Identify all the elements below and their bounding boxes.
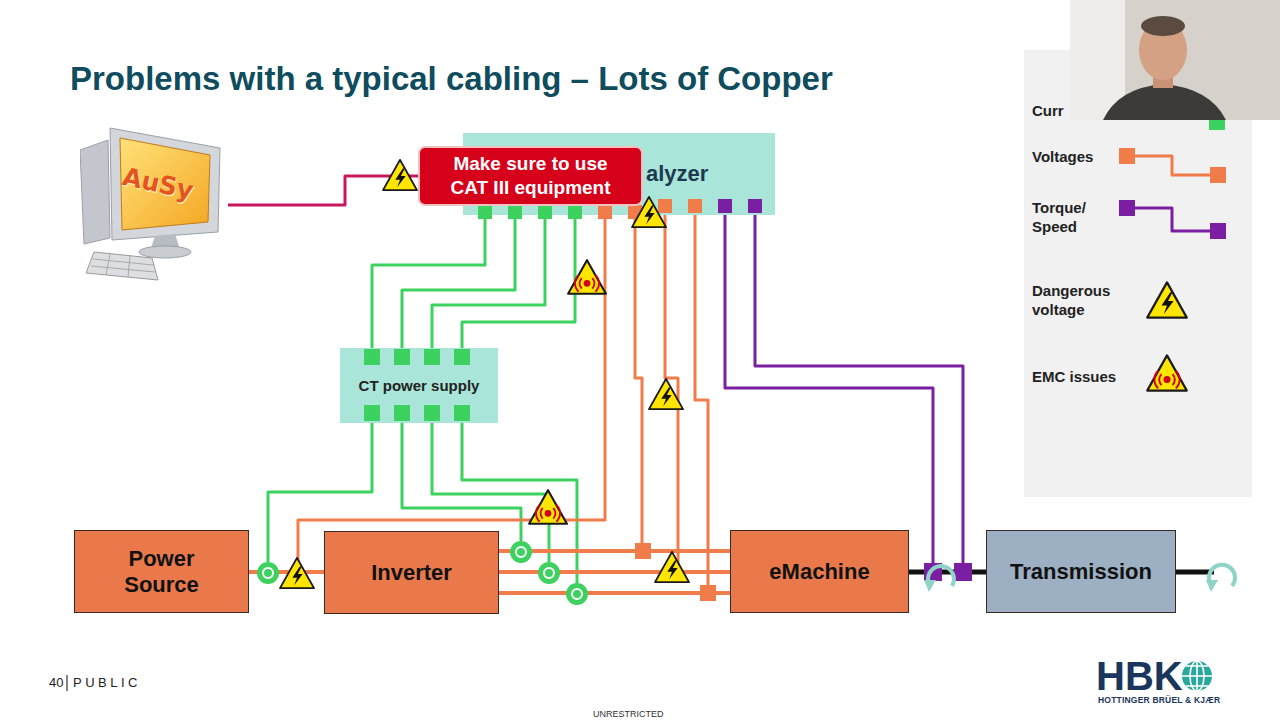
monitor-screen [120, 138, 210, 230]
output-shaft [1176, 570, 1214, 575]
danger-triangle [649, 379, 683, 409]
computer-illustration [80, 120, 228, 282]
current-clamp [538, 562, 560, 584]
cable-connector [499, 549, 730, 553]
webcam-person-body [1103, 84, 1226, 120]
voltage-tap [700, 585, 716, 601]
component-box: eMachine [730, 530, 909, 613]
classification-label: PUBLIC [73, 675, 141, 690]
monitor-base [139, 246, 191, 258]
legend-torque-line [1135, 208, 1210, 231]
logo-subtitle: HOTTINGER BRÜEL & KJÆR [1098, 695, 1220, 705]
logo-text: HBK [1096, 654, 1183, 699]
node-text: Make sure to use CAT III equipment [440, 152, 621, 200]
voltage-wire [635, 215, 642, 551]
logo-globe-lines [1190, 661, 1204, 691]
legend-text: EMC issues [1032, 367, 1127, 386]
rotation-arrow [928, 566, 954, 586]
webcam-overlay [1070, 0, 1280, 120]
node-text: eMachine [769, 559, 869, 585]
monitor-frame [110, 128, 220, 240]
legend-text: Dangerous voltage [1032, 281, 1127, 319]
classification-label: UNRESTRICTED [593, 709, 664, 719]
current-clamp [510, 541, 532, 563]
node-text: Inverter [371, 560, 452, 586]
rotation-arrow [1209, 565, 1235, 586]
danger-triangle [383, 160, 417, 190]
clamp-ring [516, 547, 526, 557]
legend-current-port [1209, 114, 1225, 130]
legend-voltage-port [1210, 167, 1226, 183]
cable-connector [249, 570, 324, 574]
keyboard [86, 252, 158, 280]
webcam-person-head [1139, 20, 1187, 80]
torque-sensor [954, 563, 972, 581]
rotation-arrowhead [1206, 580, 1218, 592]
cable-connector [499, 570, 730, 574]
legend-torque-port [1210, 223, 1226, 239]
cable-connector [402, 215, 515, 348]
webcam-background [1070, 0, 1280, 120]
footer-separator [66, 675, 67, 691]
danger-triangle [280, 558, 314, 588]
logo-globe [1182, 661, 1212, 691]
current-clamp [566, 583, 588, 605]
component-box: Transmission [986, 530, 1176, 613]
cable-connector [372, 215, 485, 348]
legend-voltage-line [1135, 156, 1210, 175]
clamp-ring [544, 568, 554, 578]
computer-tower [80, 140, 110, 244]
torque-sensor [924, 563, 942, 581]
warning-callout: Make sure to use CAT III equipment [418, 146, 643, 206]
cable-connector [432, 215, 545, 348]
danger-triangle [655, 552, 689, 582]
torque-wire [755, 215, 963, 563]
legend-danger-triangle [1147, 282, 1187, 317]
legend-voltage-port [1119, 148, 1135, 164]
emc-triangle [568, 260, 606, 294]
keyboard-keys [91, 254, 155, 277]
clamp-ring [572, 589, 582, 599]
cable-connector [499, 591, 730, 595]
voltage-wire [298, 215, 605, 572]
webcam-person-hair [1141, 16, 1185, 36]
cable-connector [462, 215, 575, 348]
voltage-wire [665, 215, 678, 572]
emc-triangle [529, 490, 567, 524]
node-text: Power Source [105, 546, 218, 598]
component-box: Power Source [74, 530, 249, 613]
cable-connector [909, 570, 986, 575]
clamp-ring [263, 568, 273, 578]
node-text: CT power supply [359, 377, 480, 394]
legend-emc-triangle [1147, 355, 1187, 390]
legend-torque-port [1119, 200, 1135, 216]
webcam-person-neck [1153, 70, 1173, 88]
rotation-arrowhead [924, 580, 936, 592]
webcam-window [1070, 0, 1125, 120]
legend-text: Curr [1032, 101, 1092, 120]
legend-text: Voltages [1032, 147, 1112, 166]
node-text: Transmission [1010, 559, 1152, 585]
voltage-tap [635, 543, 651, 559]
voltage-wire [695, 215, 708, 593]
component-box: Inverter [324, 531, 499, 614]
computer-node: AuSy [80, 120, 228, 282]
legend-panel [1024, 50, 1252, 497]
current-clamp [257, 562, 279, 584]
page-number: 40 [49, 675, 63, 690]
logo-globe-lines [1182, 661, 1212, 691]
legend-text: Torque/ Speed [1032, 198, 1094, 236]
power-supply-box: CT power supply [340, 348, 498, 423]
slide-title: Problems with a typical cabling – Lots o… [70, 60, 833, 98]
node-text: alyzer [646, 161, 708, 187]
